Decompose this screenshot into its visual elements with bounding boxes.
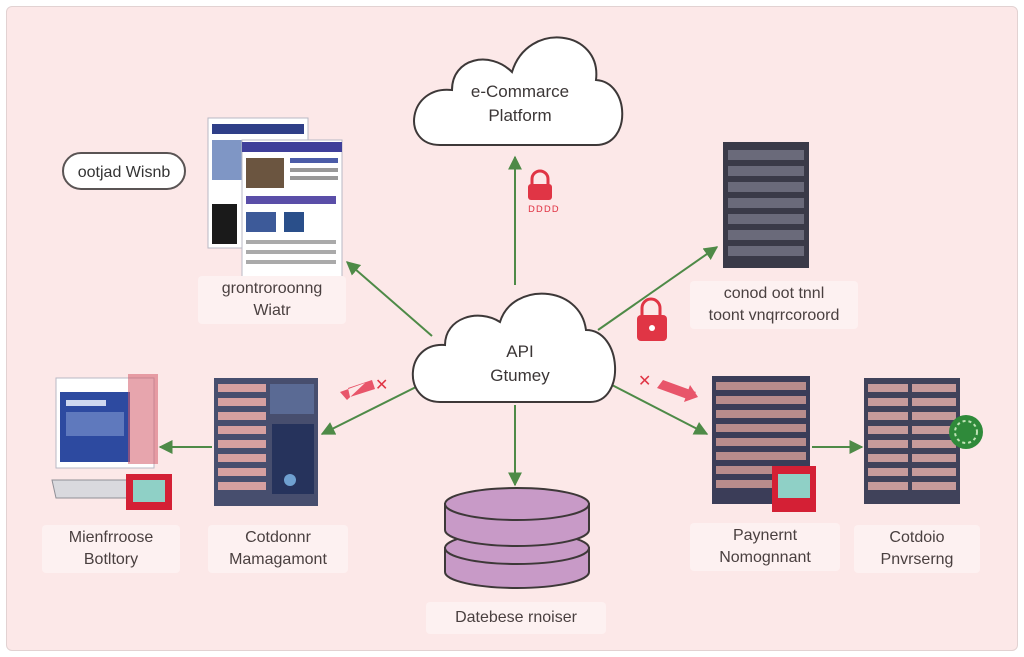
left-alert-arrow (340, 380, 375, 400)
microstore-line2: Botltory (83, 551, 139, 568)
gateway-cloud (411, 292, 617, 403)
database-icon (444, 487, 590, 589)
orders-server-icon (864, 378, 983, 504)
customer-label: Cotdonnr Mamagamont (208, 525, 348, 573)
screens-label: grontroroonng Wiatr (198, 276, 346, 324)
payment-line1: Paynernt (732, 527, 798, 544)
platform-cloud (413, 36, 624, 146)
gateway-cloud-label: API Gtumey (440, 340, 600, 388)
lock-icon-top (528, 169, 552, 200)
customer-line2: Mamagamont (229, 551, 327, 568)
web-pill-label: ootjad Wisnb (62, 152, 186, 190)
microstore-line1: Mienfrroose (68, 529, 154, 546)
screens-line2: Wiatr (253, 302, 291, 319)
payment-server-icon (712, 376, 816, 512)
left-alert-x-icon: ✕ (375, 375, 388, 394)
arrow-to-screens (345, 261, 433, 337)
web-screens-icon (207, 117, 343, 281)
orders-line2: Pnvrserng (880, 551, 954, 568)
customer-line1: Cotdonnr (245, 529, 311, 546)
server-line2: toont vnqrrcoroord (708, 307, 840, 324)
orders-label: Cotdoio Pnvrserng (854, 525, 980, 573)
payment-line2: Nomognnant (719, 549, 811, 566)
connectors (158, 155, 864, 487)
server-rack-icon (723, 142, 809, 268)
arrow-to-payment (611, 384, 709, 435)
payment-label: Paynernt Nomognnant (690, 523, 840, 571)
platform-line2: Platform (488, 106, 552, 125)
microstore-label: Mienfrroose Botltory (42, 525, 180, 573)
arrow-to-customer (320, 384, 421, 435)
laptop-icon (51, 374, 172, 510)
orders-line1: Cotdoio (889, 529, 945, 546)
server-label: conod oot tnnl toont vnqrrcoroord (690, 281, 858, 329)
database-label: Datebese rnoiser (426, 602, 606, 634)
alert-arrows: ✕ ✕ (340, 371, 698, 402)
customer-server-icon (214, 378, 318, 506)
lock-icon-right (637, 297, 667, 341)
platform-line1: e-Commarce (470, 82, 570, 101)
arrow-to-server-top (597, 246, 719, 331)
gateway-line2: Gtumey (490, 366, 550, 385)
server-line1: conod oot tnnl (723, 285, 825, 302)
platform-cloud-label: e-Commarce Platform (440, 80, 600, 128)
screens-line1: grontroroonng (221, 280, 323, 297)
gateway-line1: API (506, 342, 534, 361)
lock-caption: DDDD (528, 205, 560, 215)
right-alert-x-icon: ✕ (638, 371, 651, 390)
right-alert-arrow (657, 380, 698, 402)
